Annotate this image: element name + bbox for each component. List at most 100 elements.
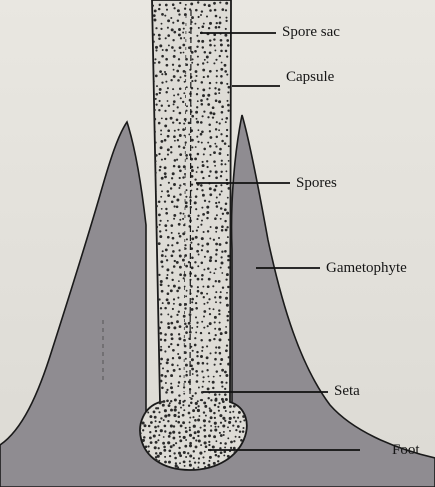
spore-dot <box>201 131 204 134</box>
spore-dot <box>178 223 181 226</box>
spore-dot <box>200 355 203 358</box>
spore-dot <box>221 8 224 11</box>
spore-dot <box>142 439 145 442</box>
spore-dot <box>149 436 152 439</box>
spore-dot <box>182 259 185 262</box>
spore-dot <box>209 22 212 25</box>
spore-dot <box>164 224 167 227</box>
spore-dot <box>160 283 163 286</box>
spore-dot <box>158 447 160 449</box>
spore-dot <box>235 436 237 438</box>
spore-dot <box>220 50 223 53</box>
spore-dot <box>221 118 223 120</box>
spore-dot <box>219 302 221 304</box>
spore-dot <box>173 7 175 9</box>
spore-dot <box>191 16 194 19</box>
spore-dot <box>221 160 223 162</box>
spore-dot <box>196 218 198 220</box>
spore-dot <box>197 56 199 58</box>
spore-dot <box>222 400 225 403</box>
spore-dot <box>168 404 171 407</box>
spore-dot <box>161 81 163 83</box>
spore-dot <box>210 136 213 139</box>
spore-dot <box>155 75 158 78</box>
spore-dot <box>178 58 180 60</box>
spore-dot <box>209 259 212 262</box>
spore-dot <box>232 411 234 413</box>
spore-dot <box>197 226 199 228</box>
spore-dot <box>196 351 198 353</box>
spore-dot <box>170 400 172 402</box>
spore-dot <box>203 327 205 329</box>
spore-dot <box>175 462 177 464</box>
spore-dot <box>219 363 221 365</box>
spore-dot <box>214 358 217 361</box>
spore-dot <box>177 421 180 424</box>
spore-dot <box>179 184 181 186</box>
spore-dot <box>167 34 170 37</box>
spore-dot <box>173 69 175 71</box>
spore-dot <box>172 437 175 440</box>
spore-dot <box>218 313 220 315</box>
spore-dot <box>207 464 210 467</box>
spore-dot <box>183 52 185 54</box>
spore-dot <box>201 81 204 84</box>
spore-dot <box>203 401 206 404</box>
spore-dot <box>185 331 188 334</box>
spore-dot <box>153 33 155 35</box>
spore-dot <box>200 444 202 446</box>
spore-dot <box>215 226 218 229</box>
spore-dot <box>192 58 194 60</box>
spore-dot <box>197 286 199 288</box>
spore-dot <box>201 278 203 280</box>
spore-dot <box>214 87 216 89</box>
spore-dot <box>171 244 173 246</box>
spore-dot <box>191 237 194 240</box>
spore-dot <box>209 256 212 259</box>
spore-dot <box>206 243 209 246</box>
spore-dot <box>191 266 194 269</box>
spore-dot <box>227 236 229 238</box>
spore-dot <box>216 214 218 216</box>
spore-dot <box>166 64 169 67</box>
spore-dot <box>215 268 217 270</box>
spore-dot <box>225 121 227 123</box>
spore-dot <box>224 208 227 211</box>
spore-dot <box>203 4 206 7</box>
spore-dot <box>208 201 210 203</box>
spore-dot <box>185 358 187 360</box>
spore-dot <box>179 219 181 221</box>
spore-dot <box>183 436 186 439</box>
spore-dot <box>173 55 176 58</box>
spore-dot <box>209 339 212 342</box>
spore-dot <box>189 417 191 419</box>
label-spore-sac: Spore sac <box>282 25 340 40</box>
spore-dot <box>161 118 163 120</box>
spore-dot <box>214 364 216 366</box>
spore-dot <box>177 364 179 366</box>
spore-dot <box>185 430 188 433</box>
spore-dot <box>220 451 223 454</box>
spore-dot <box>159 298 161 300</box>
spore-dot <box>194 50 197 53</box>
spore-dot <box>185 265 188 268</box>
spore-dot <box>204 59 206 61</box>
spore-dot <box>225 20 227 22</box>
spore-dot <box>155 441 158 444</box>
spore-dot <box>229 405 232 408</box>
spore-dot <box>182 218 184 220</box>
spore-dot <box>213 412 215 414</box>
spore-dot <box>163 419 165 421</box>
spore-dot <box>171 391 174 394</box>
spore-dot <box>186 86 188 88</box>
spore-dot <box>204 405 207 408</box>
spore-dot <box>208 332 210 334</box>
spore-dot <box>167 220 169 222</box>
spore-dot <box>200 399 202 401</box>
spore-dot <box>164 307 167 310</box>
spore-dot <box>161 177 164 180</box>
spore-dot <box>201 245 203 247</box>
spore-dot <box>185 374 188 377</box>
spore-dot <box>227 455 230 458</box>
spore-dot <box>167 190 170 193</box>
